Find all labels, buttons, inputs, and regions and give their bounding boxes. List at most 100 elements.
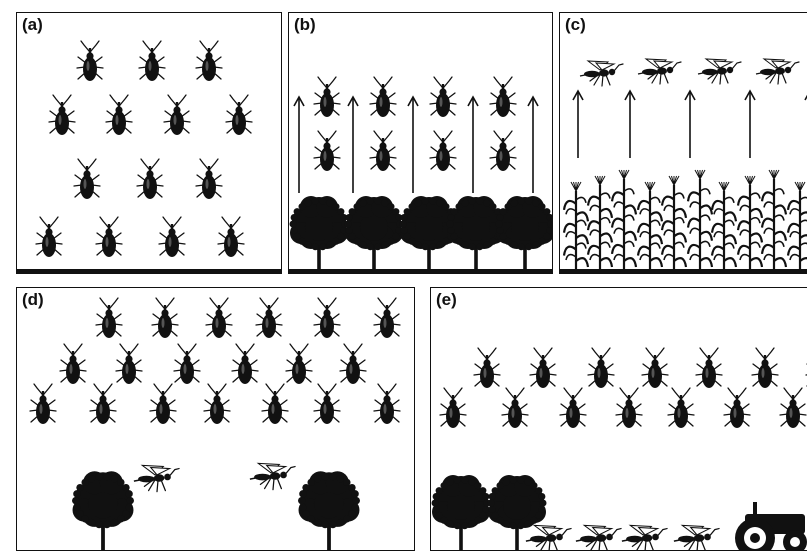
weevil-icon [74,159,100,199]
panel-label-c: (c) [565,15,586,35]
corn-stalk-icon [762,170,786,271]
weevil-icon [780,388,806,428]
panel-label-b: (b) [294,15,316,35]
weevil-icon [206,298,232,338]
weevil-icon [668,388,694,428]
weevil-icon [152,298,178,338]
weevil-icon [588,348,614,388]
weevil-icon [232,344,258,384]
arrow-up-icon [468,97,478,193]
wasp-icon [134,465,179,491]
corn-stalk-icon [564,182,588,271]
corn-stalk-icon [638,182,662,271]
weevil-icon [314,384,340,424]
panel-c-canvas [560,13,807,274]
weevil-icon [374,298,400,338]
weevil-icon [139,41,165,81]
arrow-up-icon [573,91,583,158]
panel-b: (b) [288,12,553,274]
wasp-icon [674,525,719,551]
weevil-icon [560,388,586,428]
wasp-icon [526,525,571,551]
tree-icon [496,196,554,271]
panel-label-a: (a) [22,15,43,35]
weevil-icon [106,95,132,135]
panel-d: (d) [16,287,415,551]
panel-e: (e) [430,287,807,551]
tree-icon [432,475,491,550]
weevil-icon [90,384,116,424]
corn-stalk-icon [612,170,636,271]
weevil-icon [370,77,396,117]
weevil-icon [490,77,516,117]
wasp-icon [638,59,681,84]
weevil-icon [196,159,222,199]
ground-line [289,269,552,273]
panel-b-canvas [289,13,553,274]
weevil-icon [159,217,185,257]
weevil-icon [752,348,778,388]
weevil-icon [430,77,456,117]
weevil-icon [137,159,163,199]
weevil-icon [77,41,103,81]
weevil-icon [226,95,252,135]
weevil-icon [374,384,400,424]
weevil-icon [36,217,62,257]
panel-a: (a) [16,12,282,274]
weevil-icon [340,344,366,384]
weevil-icon [196,41,222,81]
panel-a-canvas [17,13,282,274]
weevil-icon [314,77,340,117]
weevil-icon [440,388,466,428]
weevil-icon [174,344,200,384]
weevil-icon [256,298,282,338]
weevil-icon [204,384,230,424]
weevil-icon [616,388,642,428]
corn-stalk-icon [738,176,762,271]
wasp-icon [698,59,741,84]
panel-c: (c) [559,12,807,274]
wasp-icon [250,463,295,489]
panel-label-e: (e) [436,290,457,310]
corn-stalk-icon [788,182,807,271]
wasp-icon [580,61,623,86]
arrow-up-icon [625,91,635,158]
panel-e-canvas [431,288,807,551]
weevil-icon [96,217,122,257]
weevil-icon [314,298,340,338]
wasp-icon [622,525,667,551]
weevil-icon [502,388,528,428]
weevil-icon [530,348,556,388]
corn-stalk-icon [662,176,686,271]
arrow-up-icon [528,97,538,193]
corn-stalk-icon [688,170,712,271]
arrow-up-icon [745,91,755,158]
weevil-icon [150,384,176,424]
tree-icon [72,471,134,550]
weevil-icon [262,384,288,424]
arrow-up-icon [294,97,304,193]
arrow-up-icon [685,91,695,158]
weevil-icon [96,298,122,338]
weevil-icon [286,344,312,384]
weevil-icon [30,384,56,424]
weevil-icon [474,348,500,388]
tree-icon [290,196,349,271]
weevil-icon [642,348,668,388]
weevil-icon [430,131,456,171]
weevil-icon [218,217,244,257]
weevil-icon [490,131,516,171]
weevil-icon [696,348,722,388]
wasp-icon [756,59,799,84]
weevil-icon [724,388,750,428]
weevil-icon [314,131,340,171]
arrow-up-icon [408,97,418,193]
tree-icon [345,196,404,271]
corn-stalk-icon [588,176,612,271]
weevil-icon [116,344,142,384]
tree-icon [298,471,360,550]
ground-line [17,269,281,273]
corn-stalk-icon [712,182,736,271]
tractor-icon [735,502,807,551]
ground-line [560,269,807,273]
